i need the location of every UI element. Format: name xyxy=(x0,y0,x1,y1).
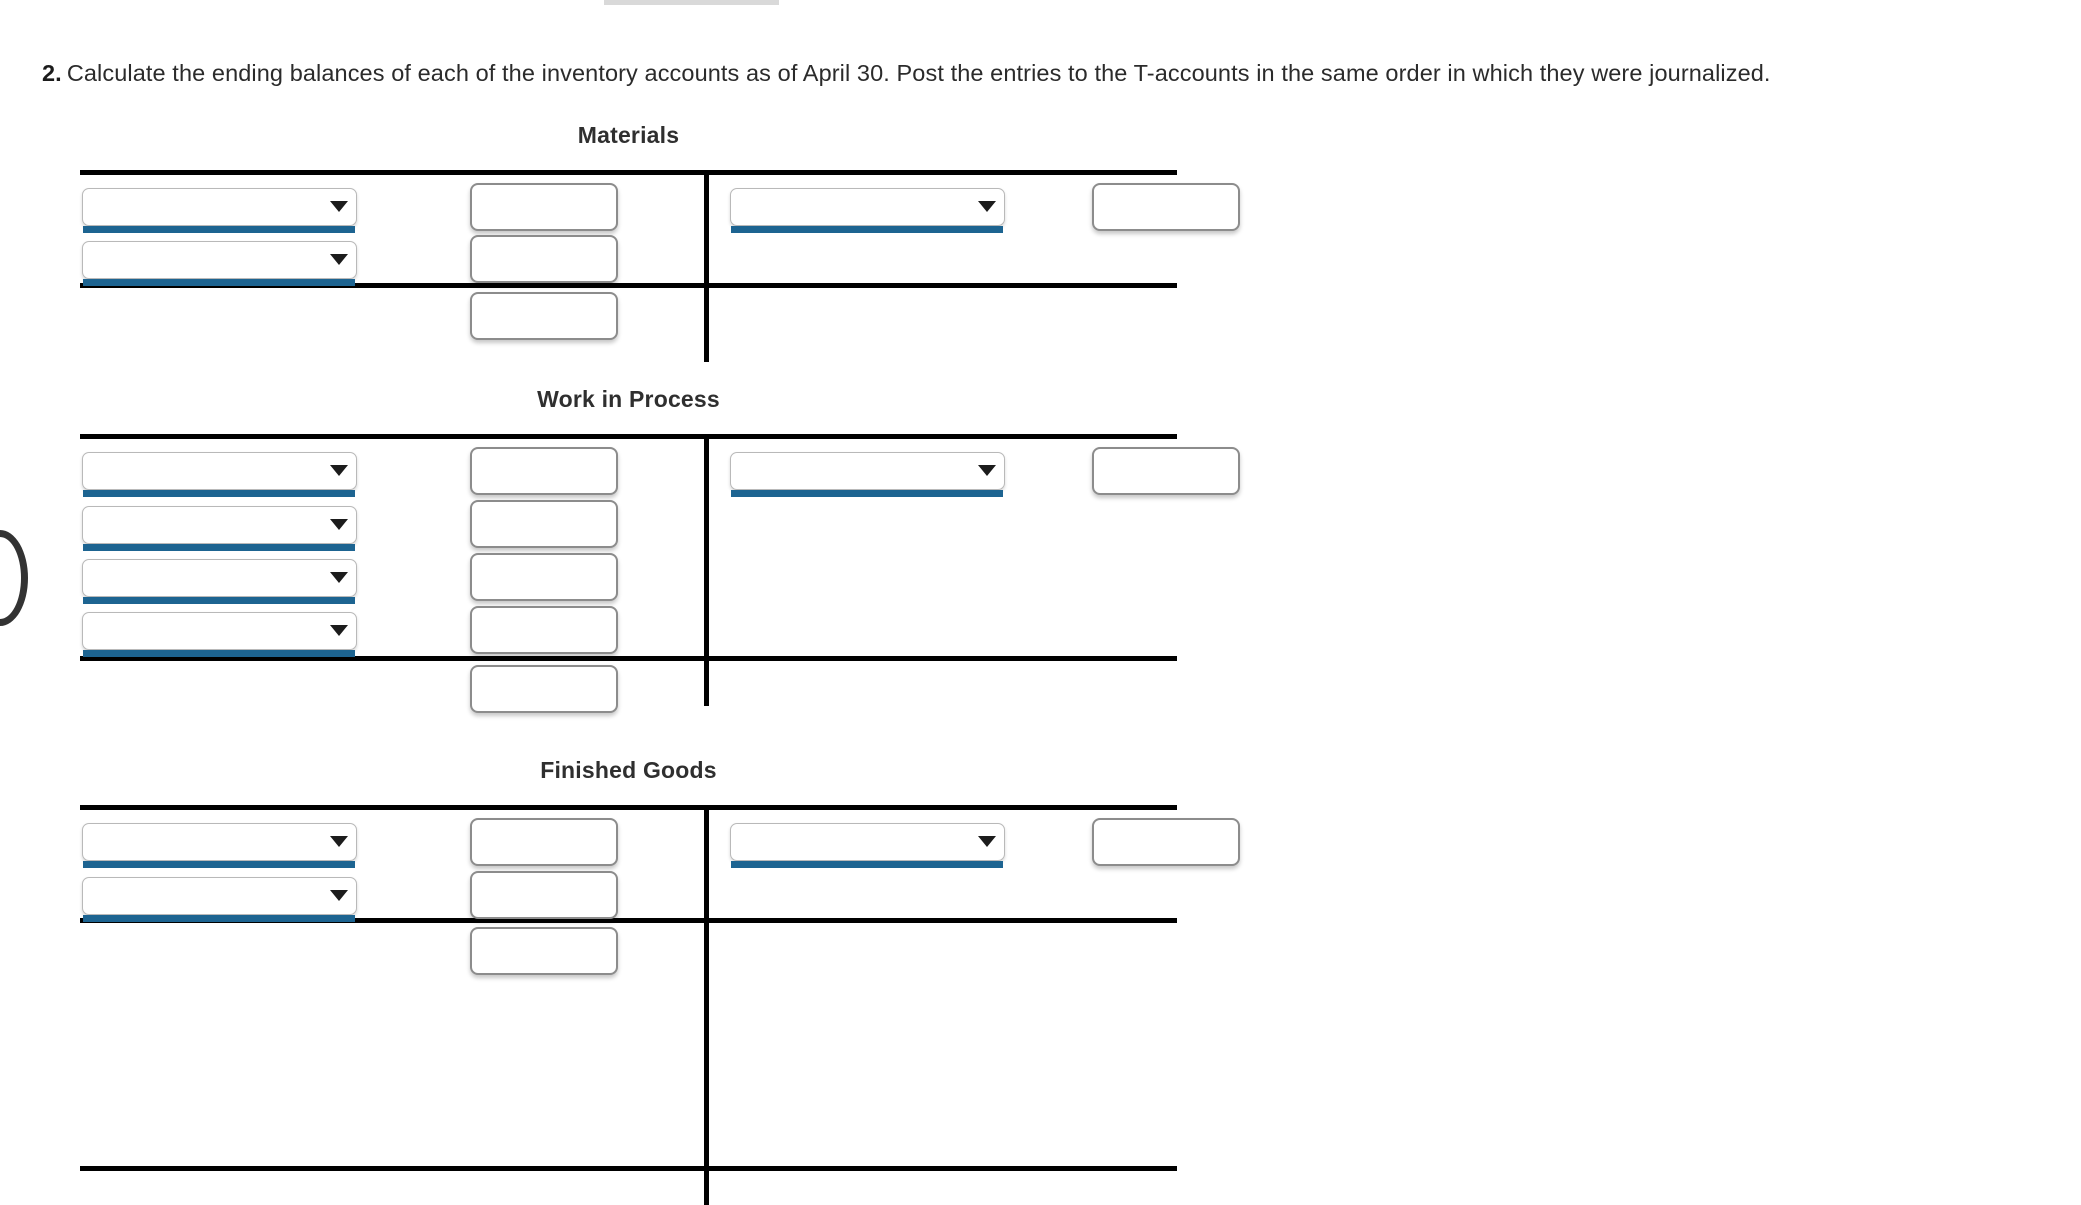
select-box[interactable] xyxy=(730,823,1005,861)
materials-credit-select-1[interactable] xyxy=(730,188,1005,233)
taccount-top-rule xyxy=(80,434,1177,439)
chevron-down-icon[interactable] xyxy=(330,572,348,583)
wip-credit-amount-1[interactable] xyxy=(1092,447,1240,495)
taccount-divider xyxy=(704,434,709,706)
chevron-down-icon[interactable] xyxy=(978,836,996,847)
select-box[interactable] xyxy=(82,506,357,544)
select-underline xyxy=(731,490,1003,497)
wip-debit-amount-4[interactable] xyxy=(470,606,618,654)
select-box[interactable] xyxy=(82,241,357,279)
select-box[interactable] xyxy=(82,452,357,490)
select-underline xyxy=(83,861,355,868)
wip-debit-select-4[interactable] xyxy=(82,612,357,657)
fg-debit-amount-2[interactable] xyxy=(470,871,618,919)
fg-debit-select-2[interactable] xyxy=(82,877,357,922)
select-underline xyxy=(83,226,355,233)
wip-credit-select-1[interactable] xyxy=(730,452,1005,497)
taccount-top-rule xyxy=(80,805,1177,810)
question-prompt: 2.Calculate the ending balances of each … xyxy=(42,58,2062,89)
select-underline xyxy=(83,544,355,551)
materials-debit-select-1[interactable] xyxy=(82,188,357,233)
taccount-bottom-rule xyxy=(80,1166,1177,1171)
select-box[interactable] xyxy=(82,877,357,915)
taccount-total-rule xyxy=(80,918,1177,923)
select-box[interactable] xyxy=(730,188,1005,226)
fg-debit-select-1[interactable] xyxy=(82,823,357,868)
select-box[interactable] xyxy=(730,452,1005,490)
select-underline xyxy=(731,226,1003,233)
chevron-down-icon[interactable] xyxy=(330,519,348,530)
wip-debit-select-2[interactable] xyxy=(82,506,357,551)
chevron-down-icon[interactable] xyxy=(978,465,996,476)
select-box[interactable] xyxy=(82,612,357,650)
wip-debit-total[interactable] xyxy=(470,665,618,713)
chevron-down-icon[interactable] xyxy=(330,836,348,847)
wip-debit-select-1[interactable] xyxy=(82,452,357,497)
materials-debit-amount-2[interactable] xyxy=(470,235,618,283)
fg-debit-amount-1[interactable] xyxy=(470,818,618,866)
taccount-title-finished-goods: Finished Goods xyxy=(540,757,717,783)
chevron-down-icon[interactable] xyxy=(330,465,348,476)
wip-debit-amount-3[interactable] xyxy=(470,553,618,601)
chevron-down-icon[interactable] xyxy=(330,201,348,212)
materials-credit-amount-1[interactable] xyxy=(1092,183,1240,231)
taccount-top-rule xyxy=(80,170,1177,175)
materials-debit-select-2[interactable] xyxy=(82,241,357,286)
select-underline xyxy=(83,279,355,286)
select-underline xyxy=(83,490,355,497)
taccount-divider xyxy=(704,805,709,1205)
chevron-down-icon[interactable] xyxy=(330,890,348,901)
taccount-divider xyxy=(704,170,709,362)
wip-debit-amount-1[interactable] xyxy=(470,447,618,495)
question-text: Calculate the ending balances of each of… xyxy=(66,60,1771,86)
chevron-down-icon[interactable] xyxy=(330,254,348,265)
select-underline xyxy=(83,650,355,657)
taccount-title-work-in-process: Work in Process xyxy=(537,386,720,412)
taccount-total-rule xyxy=(80,656,1177,661)
materials-debit-amount-1[interactable] xyxy=(470,183,618,231)
select-underline xyxy=(83,915,355,922)
chevron-down-icon[interactable] xyxy=(978,201,996,212)
fg-debit-total[interactable] xyxy=(470,927,618,975)
fg-credit-select-1[interactable] xyxy=(730,823,1005,868)
taccount-total-rule xyxy=(80,283,1177,288)
wip-debit-select-3[interactable] xyxy=(82,559,357,604)
top-stray-bar xyxy=(604,0,779,5)
select-box[interactable] xyxy=(82,559,357,597)
select-box[interactable] xyxy=(82,823,357,861)
materials-debit-total[interactable] xyxy=(470,292,618,340)
question-number: 2. xyxy=(42,60,62,86)
taccount-title-materials: Materials xyxy=(577,122,680,148)
fg-credit-amount-1[interactable] xyxy=(1092,818,1240,866)
wip-debit-amount-2[interactable] xyxy=(470,500,618,548)
select-box[interactable] xyxy=(82,188,357,226)
left-partial-circle-icon xyxy=(0,530,28,626)
select-underline xyxy=(731,861,1003,868)
select-underline xyxy=(83,597,355,604)
chevron-down-icon[interactable] xyxy=(330,625,348,636)
